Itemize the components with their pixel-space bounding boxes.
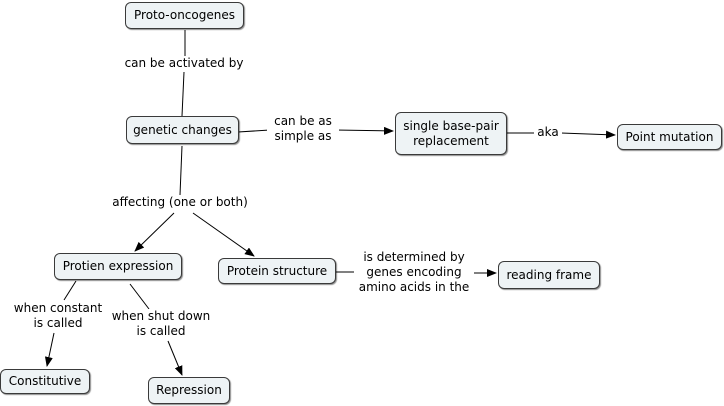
connector-shutdown-label-to-repression: [167, 340, 183, 376]
connector-expression-to-shutdown-label: [129, 283, 150, 310]
node-constitutive[interactable]: Constitutive: [0, 369, 90, 394]
node-single-base-pair-replacement[interactable]: single base-pair replacement: [395, 112, 507, 155]
link-can-be-as-simple-as: can be as simple as: [267, 114, 339, 144]
node-protein-structure[interactable]: Protein structure: [218, 258, 336, 284]
connector-expression-to-constant-label: [63, 280, 77, 301]
link-can-be-activated-by: can be activated by: [120, 56, 248, 71]
connector-genetic-to-simple-label: [237, 129, 271, 133]
connector-affecting-to-structure: [192, 212, 255, 257]
node-point-mutation[interactable]: Point mutation: [617, 124, 722, 150]
connector-constant-label-to-constitutive: [44, 332, 55, 367]
node-repression[interactable]: Repression: [148, 377, 230, 404]
node-genetic-changes[interactable]: genetic changes: [126, 116, 239, 144]
link-affecting: affecting (one or both): [106, 195, 254, 210]
connector-affecting-to-expression: [134, 212, 175, 252]
connector-simple-label-to-base-pair: [334, 126, 394, 135]
node-reading-frame[interactable]: reading frame: [498, 261, 600, 289]
connector-aka-to-point: [560, 130, 616, 139]
link-aka: aka: [534, 125, 562, 140]
link-when-constant: when constant is called: [10, 301, 106, 331]
link-when-shut-down: when shut down is called: [106, 309, 216, 339]
connector-label-to-genetic: [181, 71, 185, 117]
link-is-determined-by: is determined by genes encoding amino ac…: [354, 250, 474, 295]
node-protien-expression[interactable]: Protien expression: [54, 253, 182, 280]
node-proto-oncogenes[interactable]: Proto-oncogenes: [125, 2, 244, 29]
connector-genetic-to-affecting: [179, 145, 183, 196]
